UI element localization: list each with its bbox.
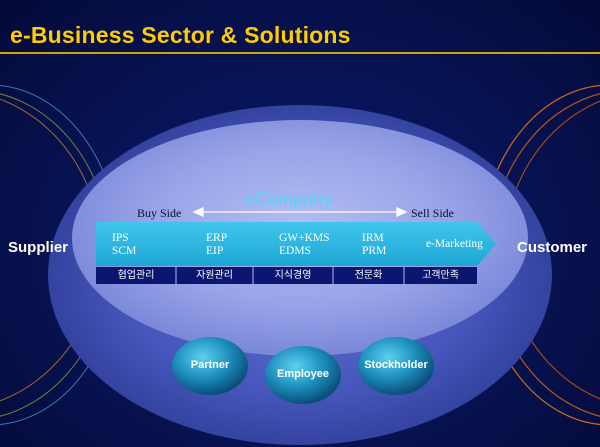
partner-label: Partner [190,359,230,371]
bar-label-specialization: 전문화 [354,270,383,281]
customer-label: Customer [517,239,588,256]
chevron-label-1: IPS SCM [112,232,152,258]
title-underline [0,52,600,54]
chevron-ips-scm [96,222,196,266]
stockholder-label: Stockholder [364,359,428,371]
chevron-label-3: GW+KMS EDMS [279,232,339,258]
chevron-label-2-line1: ERP [206,232,228,244]
chevron-label-1-line2: SCM [112,245,137,257]
chevron-label-4: IRM PRM [362,232,402,258]
chevron-label-2-line2: EIP [206,245,224,257]
chevron-label-3-line1: GW+KMS [279,232,330,244]
bar-label-resource: 자원관리 [196,270,233,281]
bar-label-customer-satisfaction: 고객만족 [422,270,459,281]
page-title: e-Business Sector & Solutions [10,22,351,48]
buy-sell-arrow [192,206,408,218]
sell-side-label: Sell Side [411,206,455,220]
chevron-irm-prm [335,222,424,266]
chevron-e-marketing [405,222,496,266]
chevron-label-5: e-Marketing [426,238,496,251]
chevron-label-1-line1: IPS [112,232,129,244]
employee-label: Employee [277,368,329,380]
chevron-erp-eip [177,222,274,266]
orb-partner [172,337,248,395]
buy-side-label: Buy Side [137,206,182,220]
supplier-label: Supplier [8,239,69,256]
bar-label-collaboration: 협업관리 [117,270,155,281]
category-bar [96,267,477,284]
chevron-row [96,222,496,266]
chevron-label-3-line2: EDMS [279,245,311,257]
ecompany-label: eCompany [245,189,333,209]
bar-label-knowledge: 지식경영 [274,270,312,281]
chevron-label-4-line1: IRM [362,232,384,244]
chevron-label-2: ERP EIP [206,232,246,258]
chevron-label-5-line1: e-Marketing [426,238,483,250]
chevron-label-4-line2: PRM [362,245,387,257]
chevron-gw-kms-edms [255,222,354,266]
orb-employee [265,346,341,404]
orb-stockholder [358,337,434,395]
